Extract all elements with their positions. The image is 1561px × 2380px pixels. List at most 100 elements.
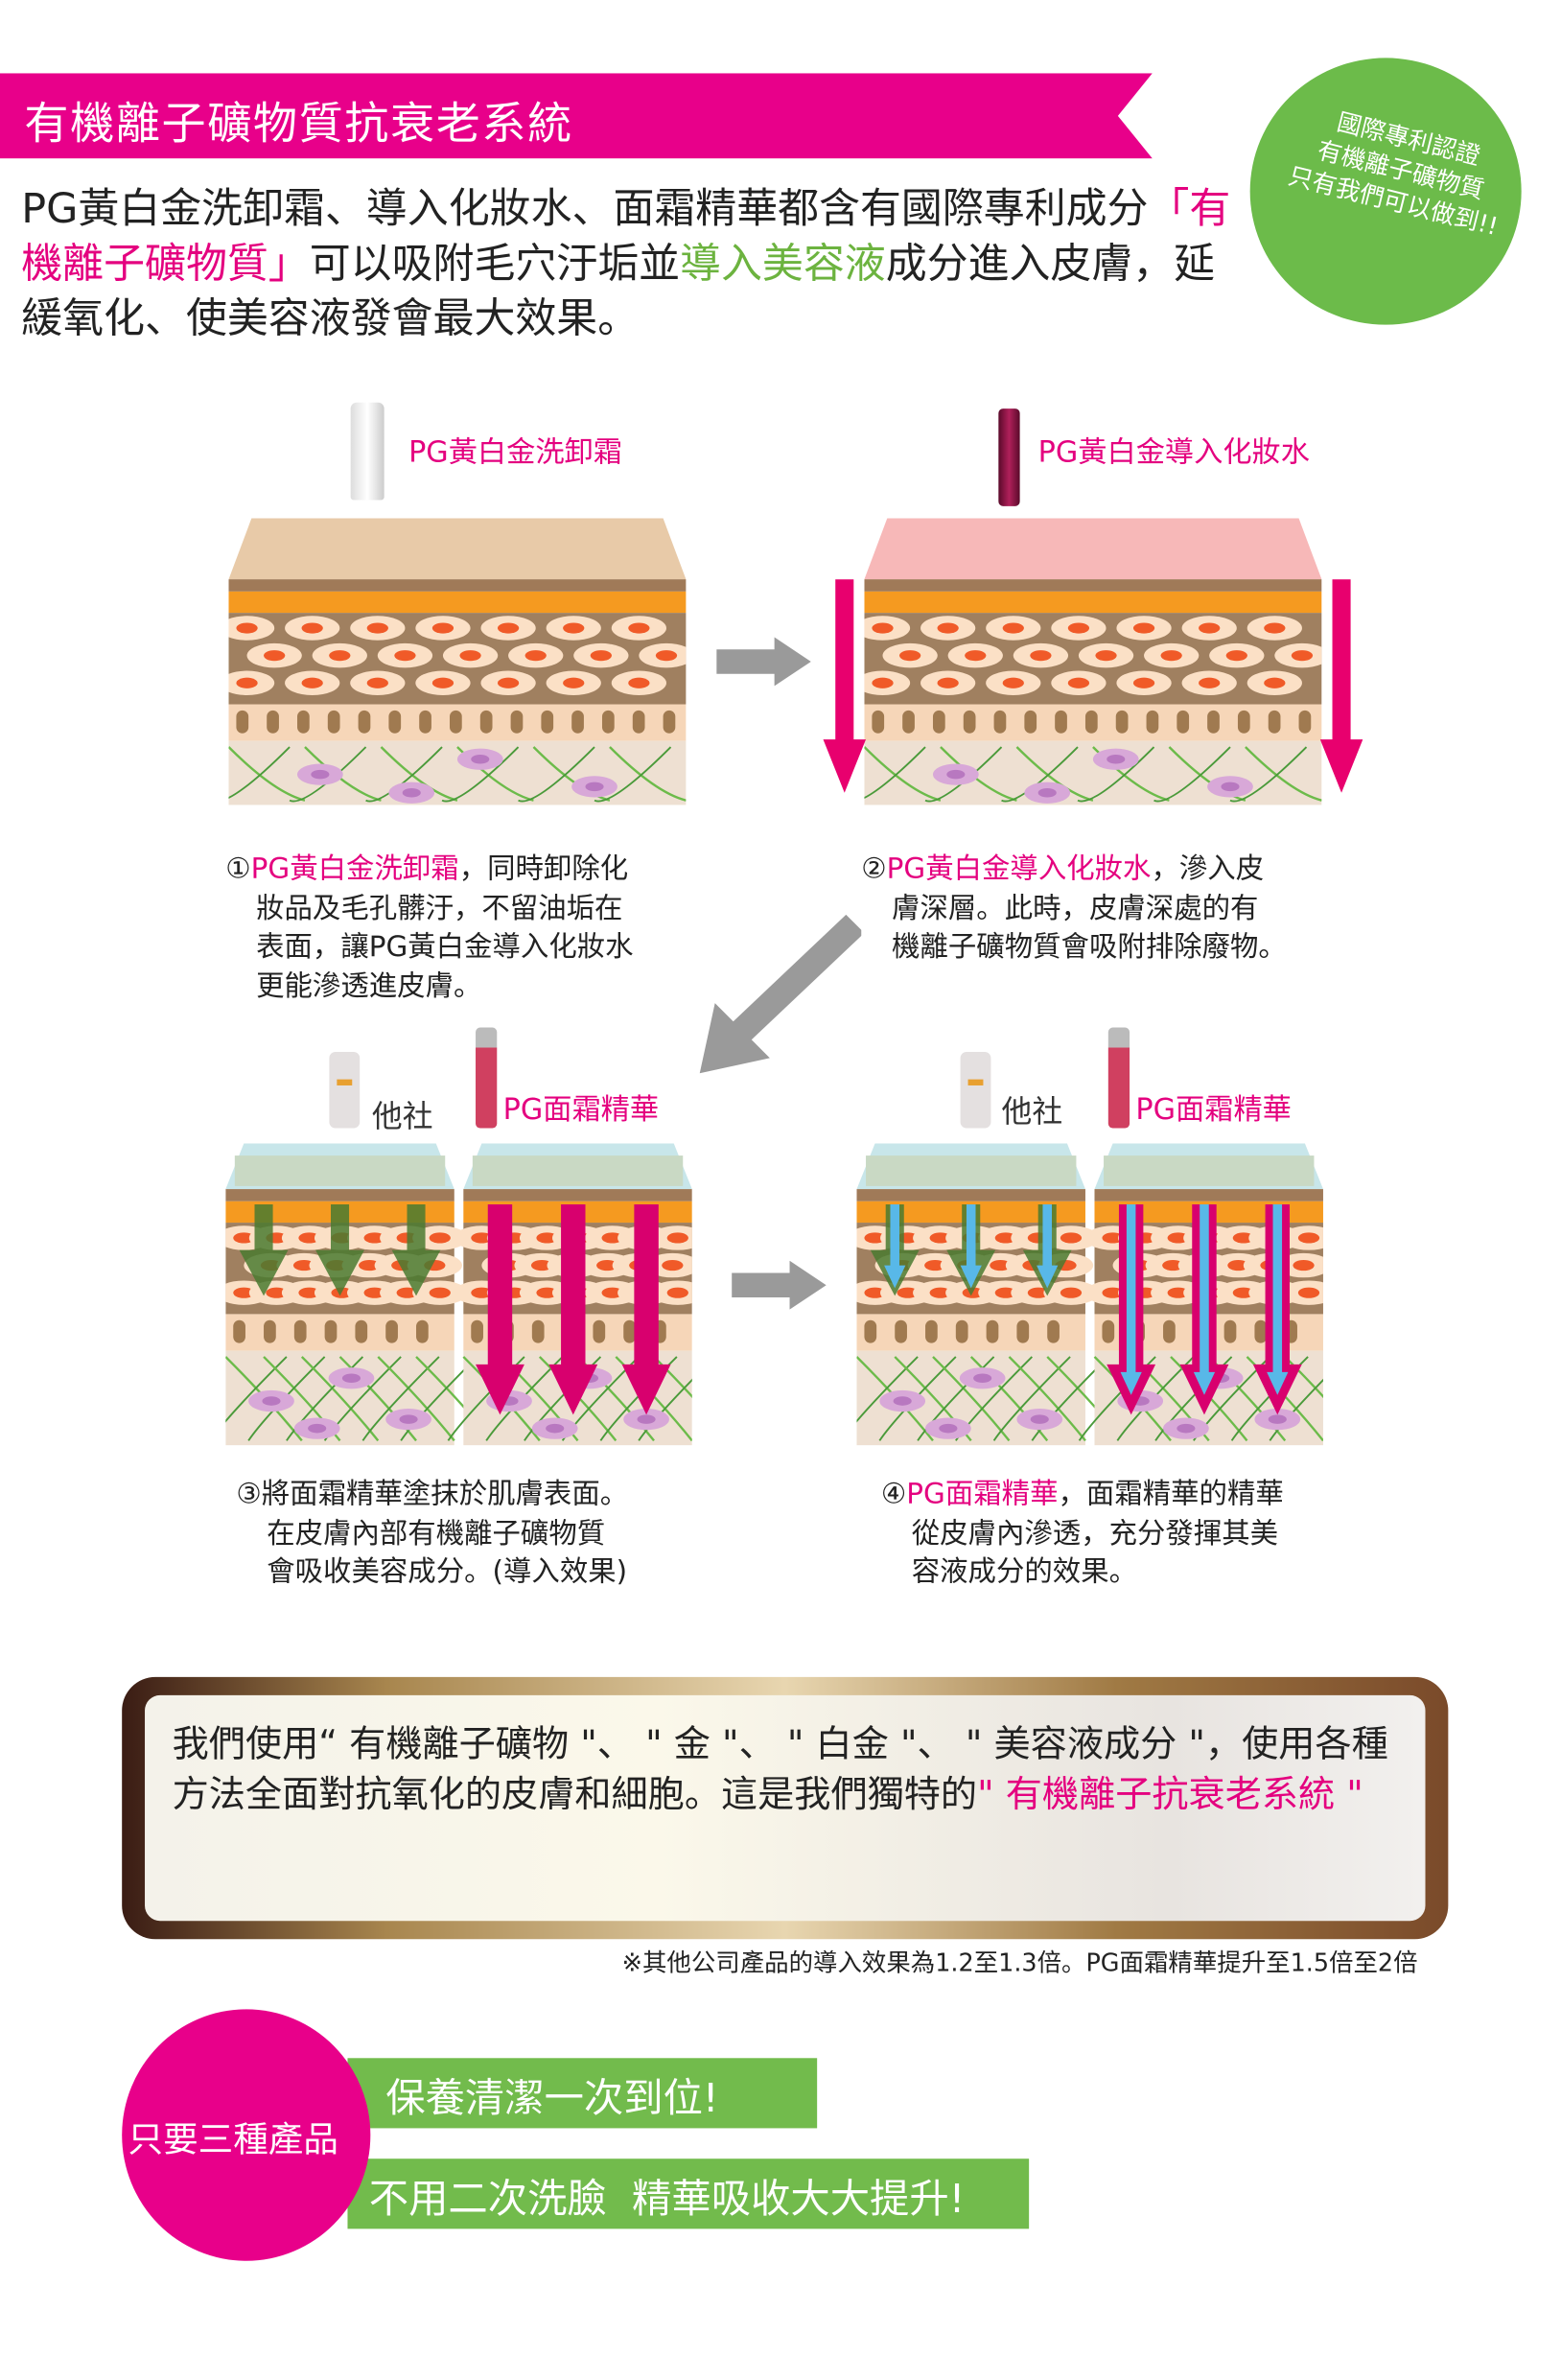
green-short-arrow-icon <box>391 1203 441 1296</box>
collagen-fiber <box>380 746 458 802</box>
cell-nucleus <box>536 1232 558 1244</box>
cell-nucleus <box>929 1287 951 1298</box>
fibroblast-nucleus <box>973 1373 992 1383</box>
basal-cell <box>385 1319 398 1343</box>
cell-nucleus <box>298 1232 320 1244</box>
basal-cell <box>1237 710 1250 734</box>
fibroblast-nucleus <box>1221 782 1240 792</box>
collagen-fiber <box>1245 746 1322 802</box>
fibroblast-nucleus <box>471 754 490 764</box>
cell-nucleus <box>497 622 520 634</box>
surface-layer <box>1104 1155 1315 1186</box>
caption-line: ，面霜精華的精華 <box>1058 1479 1284 1511</box>
collagen-fiber <box>304 746 382 802</box>
cell-nucleus <box>596 1260 618 1272</box>
basal-cell <box>872 710 885 734</box>
circle-text: 只要三種產品 <box>128 2120 338 2160</box>
cell-nucleus <box>628 622 650 634</box>
step-1-caption: ①PG黃白金洗卸霜，同時卸除化妝品及毛孔髒汙，不留油垢在表面，讓PG黃白金導入化… <box>225 851 713 1006</box>
cell-nucleus <box>1030 650 1052 662</box>
cell-nucleus <box>1067 622 1090 634</box>
cell-nucleus <box>429 1287 451 1298</box>
toner-bottle-icon <box>998 408 1020 506</box>
collagen-fiber <box>441 746 520 803</box>
fibroblast-nucleus <box>1030 1414 1049 1424</box>
basal-cell <box>1102 1319 1115 1343</box>
basal-cell <box>510 710 524 734</box>
blue-arrow-icon <box>960 1203 982 1289</box>
cell-nucleus <box>1002 677 1024 688</box>
cell-nucleus <box>459 650 481 662</box>
collagen-fiber <box>1077 746 1155 803</box>
collagen-fiber <box>1015 746 1094 802</box>
collagen-fiber <box>940 746 1017 802</box>
skin-band <box>856 1189 1085 1202</box>
caption-line: ，同時卸除化 <box>458 853 629 886</box>
three-products-circle: 只要三種產品 <box>122 2009 371 2261</box>
cell-nucleus <box>994 1232 1016 1244</box>
surface-layer <box>234 1155 446 1186</box>
step-2-caption: ②PG黃白金導入化妝水，滲入皮膚深層。此時，皮膚深處的有機離子礦物質會吸附排除廢… <box>861 851 1349 968</box>
basal-cell <box>1223 1319 1237 1343</box>
basal-cell <box>1268 710 1281 734</box>
fibroblast-nucleus <box>1268 1414 1287 1424</box>
cell-nucleus <box>429 1232 451 1244</box>
cell-nucleus <box>965 650 987 662</box>
cell-nucleus <box>431 622 454 634</box>
title-banner: 有機離子礦物質抗衰老系統 <box>0 73 1153 159</box>
caption-line: 會吸收美容成分。(導入效果) <box>267 1556 628 1589</box>
basal-cell <box>1254 1319 1268 1343</box>
other-brand-bottle-icon <box>329 1051 361 1129</box>
cell-nucleus <box>266 1287 288 1298</box>
caption-line: 更能滲透進皮膚。 <box>256 969 482 1003</box>
skin-band <box>225 1189 454 1202</box>
other-brand-label: 他社 <box>371 1097 433 1134</box>
fibroblast-nucleus <box>402 787 421 798</box>
caption-line: 容液成分的效果。 <box>911 1556 1138 1589</box>
cell-nucleus <box>872 677 894 688</box>
basal-cell <box>297 710 310 734</box>
basal-cell <box>450 710 462 734</box>
collagen-fiber <box>338 1356 417 1442</box>
cell-nucleus <box>471 1232 493 1244</box>
skin-band <box>228 579 687 592</box>
basal-cell <box>1055 710 1067 734</box>
serum-bottle-icon <box>1107 1027 1130 1129</box>
cell-nucleus <box>1002 622 1024 634</box>
toner-layer <box>864 518 1322 580</box>
cell-nucleus <box>1225 650 1247 662</box>
basal-cell <box>355 1319 368 1343</box>
footnote: ※其他公司產品的導入效果為1.2至1.3倍。PG面霜精華提升至1.5倍至2倍 <box>621 1948 1418 1978</box>
skin-diagram-2 <box>864 518 1322 805</box>
surface-layer <box>472 1155 684 1186</box>
intro-text: PG黃白金洗卸霜、導入化妝水、面霜精華都含有國際專利成分 <box>21 185 1149 234</box>
fibroblast-nucleus <box>585 782 604 792</box>
cell-nucleus <box>864 1232 886 1244</box>
cell-nucleus <box>233 1287 255 1298</box>
fibroblast-nucleus <box>946 769 966 780</box>
basal-cell <box>358 710 371 734</box>
cell-nucleus <box>662 1260 684 1272</box>
dermis-layer <box>228 740 687 805</box>
caption-line: 膚深層。此時，皮膚深處的有 <box>892 892 1259 925</box>
fibroblast-nucleus <box>893 1396 912 1406</box>
basal-cell <box>1163 1319 1176 1343</box>
cell-nucleus <box>1297 1287 1320 1298</box>
basal-cell <box>902 710 915 734</box>
fibroblast-nucleus <box>311 769 330 780</box>
cell-nucleus <box>1167 1232 1189 1244</box>
collagen-fiber <box>1153 746 1231 803</box>
product-label: PG面霜精華 <box>1135 1092 1292 1127</box>
cell-nucleus <box>1264 622 1286 634</box>
cell-nucleus <box>264 650 286 662</box>
cell-nucleus <box>366 677 388 688</box>
blue-arrow-icon <box>1120 1203 1142 1395</box>
intro-paragraph: PG黃白金洗卸霜、導入化妝水、面霜精華都含有國際專利成分「有機離子礦物質」可以吸… <box>21 183 1241 348</box>
basal-cell <box>1047 1319 1060 1343</box>
cell-nucleus <box>937 677 959 688</box>
basal-cell <box>479 710 493 734</box>
basal-cell <box>955 1319 968 1343</box>
basal-cell <box>1177 710 1190 734</box>
cell-nucleus <box>628 677 650 688</box>
cell-nucleus <box>236 677 258 688</box>
